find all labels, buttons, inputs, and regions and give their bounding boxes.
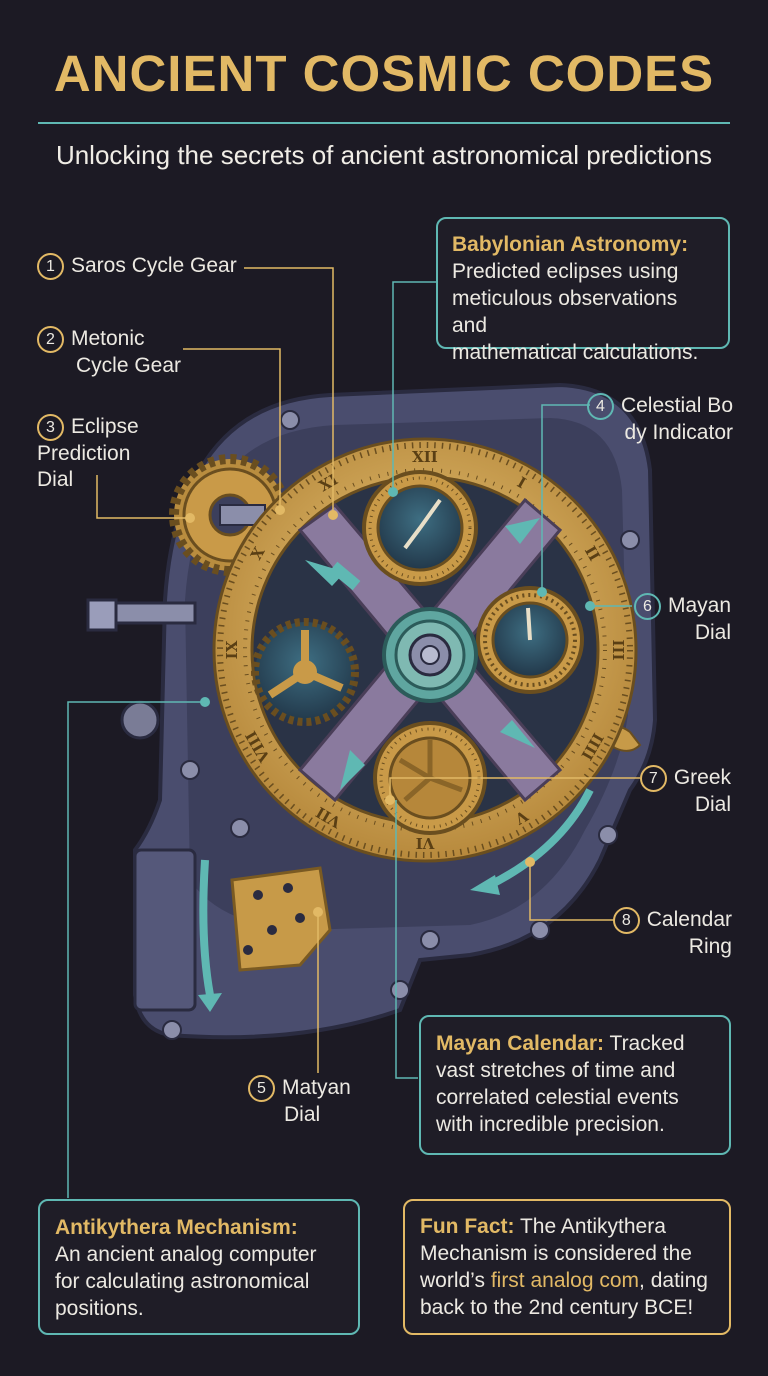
label-number: 7 [639,765,667,792]
box-text: vast stretches of time and [436,1059,676,1082]
highlighted-text: first analog com [490,1269,640,1292]
upper-dial [362,470,478,586]
box-heading: Mayan Calendar: [436,1032,605,1055]
label-number: 2 [37,326,64,353]
teal-arrows [305,518,540,790]
label-number: 1 [37,253,64,280]
label-text: Calendar [646,908,732,931]
label-matyan-dial: 5 Matyan Dial [248,1075,351,1128]
babylonian-astronomy-box: Babylonian Astronomy: Predicted eclipses… [436,217,730,364]
box-heading: Antikythera Mechanism: [55,1216,298,1239]
label-text: Prediction [37,442,131,465]
ring-numeral: III [609,639,627,660]
label-text: Eclipse [71,415,139,438]
label-text: Dial [694,621,731,644]
label-number: 5 [248,1075,275,1102]
gold-leader-lines [96,267,640,1073]
ring-numeral: XII [412,448,438,466]
box-text: mathematical calculations. [452,341,699,364]
box-heading: Babylonian Astronomy: [452,233,689,256]
box-text: meticulous observations and [452,287,678,337]
ring-numeral: VI [416,834,436,852]
page-subtitle: Unlocking the secrets of ancient astrono… [55,140,713,170]
mayan-calendar-box: Mayan Calendar: Tracked vast stretches o… [419,1015,731,1155]
box-text: The Antikythera [514,1215,666,1238]
box-text: , dating [639,1269,708,1292]
right-dial [476,586,584,694]
box-heading: Fun Fact: [420,1215,515,1238]
label-metonic-cycle-gear: 2 Metonic Cycle Gear [37,326,181,379]
housing-arrows [199,788,594,996]
plate-holes [243,883,305,955]
label-text: Dial [284,1103,321,1126]
teal-leader-lines [67,281,632,1198]
label-text: Greek [673,766,731,789]
label-text: Dial [37,468,74,491]
ring-numeral: IX [223,640,241,659]
box-text: Predicted eclipses using [452,260,679,283]
label-mayan-dial: 6 Mayan Dial [600,593,731,646]
box-text: back to the 2nd century BCE! [420,1296,694,1319]
box-text: for calculating astronomical [55,1270,310,1293]
box-text: with incredible precision. [436,1113,665,1136]
label-text: dy Indicator [624,421,733,444]
label-celestial-body-indicator: 4 Celestial Bo dy Indicator [578,393,733,446]
label-eclipse-prediction-dial: 3 Eclipse Prediction Dial [37,414,139,493]
box-text: Tracked [604,1032,685,1055]
leader-dots [185,487,595,917]
label-number: 8 [612,907,640,934]
label-calendar-ring: 8 Calendar Ring [600,907,732,960]
label-text: Cycle Gear [76,354,182,377]
label-number: 4 [586,393,614,420]
housing-screws [162,410,640,1040]
label-number: 3 [37,414,64,441]
label-greek-dial: 7 Greek Dial [600,765,731,818]
label-text: Ring [688,935,732,958]
box-text: An ancient analog computer [55,1243,317,1266]
box-text: Mechanism is considered the [420,1242,692,1265]
box-text: correlated celestial events [436,1086,679,1109]
label-text: Mayan [667,594,731,617]
label-text: Metonic [71,327,145,350]
center-hub [382,607,478,703]
inner-left-gear [251,618,359,726]
box-text: world’s [420,1269,491,1292]
label-text: Saros Cycle Gear [71,254,237,277]
title-divider [38,122,730,124]
label-text: Celestial Bo [620,394,733,417]
antikythera-mechanism-box: Antikythera Mechanism: An ancient analog… [38,1199,360,1335]
label-saros-cycle-gear: 1 Saros Cycle Gear [37,253,237,280]
box-text: positions. [55,1297,144,1320]
page-title: ANCIENT COSMIC CODES [53,45,715,102]
left-small-gear [120,700,160,740]
label-number: 6 [633,593,661,620]
fun-fact-box: Fun Fact: The Antikythera Mechanism is c… [403,1199,731,1335]
lower-bracket [133,848,197,1012]
label-text: Matyan [282,1076,351,1099]
label-text: Dial [694,793,731,816]
